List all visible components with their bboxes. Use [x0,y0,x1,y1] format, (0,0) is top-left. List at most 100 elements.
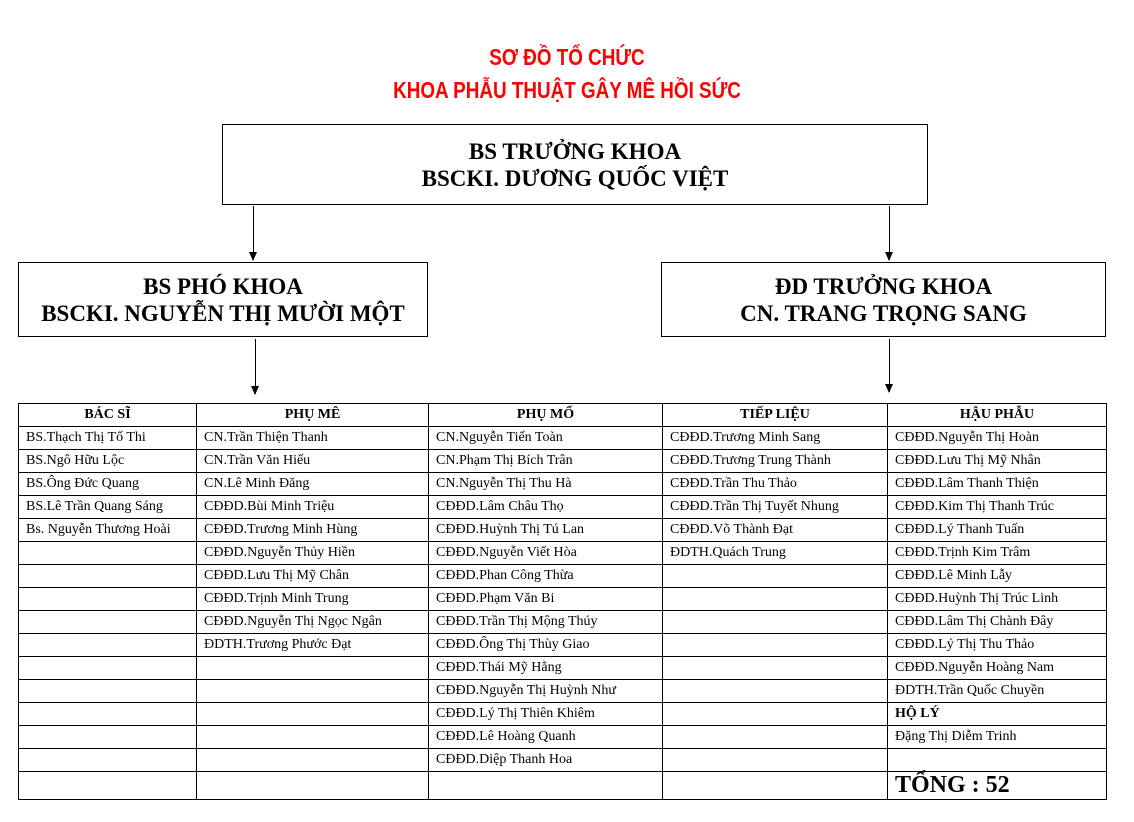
table-cell: CN.Trần Thiện Thanh [196,426,429,450]
table-cell [18,656,197,680]
table-cell: CĐĐD.Trương Trung Thành [662,449,888,473]
table-cell: CN.Nguyễn Thị Thu Hà [428,472,663,496]
table-row: CĐĐD.Nguyễn Thị Huỳnh Như ĐDTH.Trần Quốc … [18,679,1107,703]
chart-title-line1: SƠ ĐỒ TỔ CHỨC [489,44,645,70]
table-cell [18,725,197,749]
table-cell: CĐĐD.Ông Thị Thùy Giao [428,633,663,657]
table-cell: CĐĐD.Trương Minh Sang [662,426,888,450]
table-cell: BS.Lê Trần Quang Sáng [18,495,197,519]
table-cell: CĐĐD.Bùi Minh Triệu [196,495,429,519]
table-cell: CĐĐD.Lê Minh Lẫy [887,564,1107,588]
table-row: CĐĐD.Lý Thị Thiên Khiêm HỘ LÝ [18,702,1107,726]
table-cell: CĐĐD.Trần Thị Mộng Thúy [428,610,663,634]
table-cell: CĐĐD.Nguyễn Thị Hoàn [887,426,1107,450]
arrow-down-icon [885,339,893,393]
table-cell [662,748,888,772]
table-cell [196,748,429,772]
table-cell [662,564,888,588]
table-cell [196,771,429,800]
head-role: BS TRƯỞNG KHOA [468,138,682,164]
arrow-down-icon [249,206,257,261]
column-header: PHỤ MỔ [428,403,663,427]
column-header: PHỤ MÊ [196,403,429,427]
column-header: HẬU PHẪU [887,403,1107,427]
table-cell: CĐĐD.Lâm Thanh Thiện [887,472,1107,496]
table-cell: CĐĐD.Trần Thị Tuyết Nhung [662,495,888,519]
table-cell: ĐDTH.Quách Trung [662,541,888,565]
total-count: TỔNG : 52 [887,771,1107,800]
table-cell: CĐĐD.Huỳnh Thị Tú Lan [428,518,663,542]
table-cell: CĐĐD.Lưu Thị Mỹ Nhân [887,449,1107,473]
table-cell: BS.Ngô Hữu Lộc [18,449,197,473]
column-header: TIẾP LIỆU [662,403,888,427]
table-cell: CĐĐD.Trương Minh Hùng [196,518,429,542]
table-cell: CĐĐD.Kim Thị Thanh Trúc [887,495,1107,519]
table-cell [18,679,197,703]
table-cell [662,610,888,634]
head-of-department-box: BS TRƯỞNG KHOA BSCKI. DƯƠNG QUỐC VIỆT [222,124,928,205]
table-cell [196,656,429,680]
table-cell [662,587,888,611]
head-nurse-name: CN. TRANG TRỌNG SANG [740,300,1027,326]
table-cell: BS.Ông Đức Quang [18,472,197,496]
table-cell: CĐĐD.Huỳnh Thị Trúc Linh [887,587,1107,611]
table-cell: CĐĐD.Thái Mỹ Hằng [428,656,663,680]
table-cell: CĐĐD.Nguyễn Thủy Hiền [196,541,429,565]
table-cell: BS.Thạch Thị Tố Thi [18,426,197,450]
table-cell [18,771,197,800]
table-cell: CĐĐD.Trần Thu Thảo [662,472,888,496]
table-cell: CĐĐD.Lưu Thị Mỹ Chân [196,564,429,588]
table-cell: CĐĐD.Lý Thanh Tuấn [887,518,1107,542]
arrow-down-icon [885,206,893,261]
table-cell: CĐĐD.Lý Thị Thiên Khiêm [428,702,663,726]
head-name: BSCKI. DƯƠNG QUỐC VIỆT [421,165,729,191]
table-cell [662,771,888,800]
table-cell: HỘ LÝ [887,702,1107,726]
table-cell: ĐDTH.Trương Phước Đạt [196,633,429,657]
table-cell: CĐĐD.Nguyễn Thị Huỳnh Như [428,679,663,703]
table-cell: CĐĐD.Phan Công Thừa [428,564,663,588]
table-cell: CĐĐD.Nguyễn Viết Hòa [428,541,663,565]
table-cell [18,587,197,611]
table-cell [662,702,888,726]
deputy-head-box: BS PHÓ KHOA BSCKI. NGUYỄN THỊ MƯỜI MỘT [18,262,428,337]
head-nurse-box: ĐD TRƯỞNG KHOA CN. TRANG TRỌNG SANG [661,262,1106,337]
table-cell [18,610,197,634]
table-cell: CĐĐD.Trịnh Kim Trâm [887,541,1107,565]
table-cell: CĐĐD.Trịnh Minh Trung [196,587,429,611]
table-cell [887,748,1107,772]
table-cell [18,564,197,588]
table-cell: CĐĐD.Phạm Văn Bi [428,587,663,611]
table-cell: CĐĐD.Lâm Thị Chành Đây [887,610,1107,634]
table-cell: CN.Lê Minh Đăng [196,472,429,496]
table-cell [662,725,888,749]
table-cell: CN.Phạm Thị Bích Trân [428,449,663,473]
table-cell [196,725,429,749]
table-cell: Bs. Nguyễn Thương Hoài [18,518,197,542]
column-header: BÁC SĨ [18,403,197,427]
table-row: TỔNG : 52 [18,771,1107,800]
table-cell: CĐĐD.Lê Hoàng Quanh [428,725,663,749]
table-cell: CĐĐD.Diệp Thanh Hoa [428,748,663,772]
table-row: CĐĐD.Lê Hoàng Quanh Đặng Thị Diễm Trinh [18,725,1107,749]
table-cell [662,679,888,703]
table-row: CĐĐD.Diệp Thanh Hoa [18,748,1107,772]
table-cell [662,633,888,657]
deputy-role: BS PHÓ KHOA [143,273,303,299]
head-nurse-role: ĐD TRƯỞNG KHOA [774,273,993,299]
table-cell [18,541,197,565]
table-cell: CN.Nguyễn Tiến Toàn [428,426,663,450]
table-cell: ĐDTH.Trần Quốc Chuyền [887,679,1107,703]
table-cell: Đặng Thị Diễm Trinh [887,725,1107,749]
table-cell [428,771,663,800]
table-cell: CĐĐD.Võ Thành Đạt [662,518,888,542]
deputy-name: BSCKI. NGUYỄN THỊ MƯỜI MỘT [41,300,405,326]
